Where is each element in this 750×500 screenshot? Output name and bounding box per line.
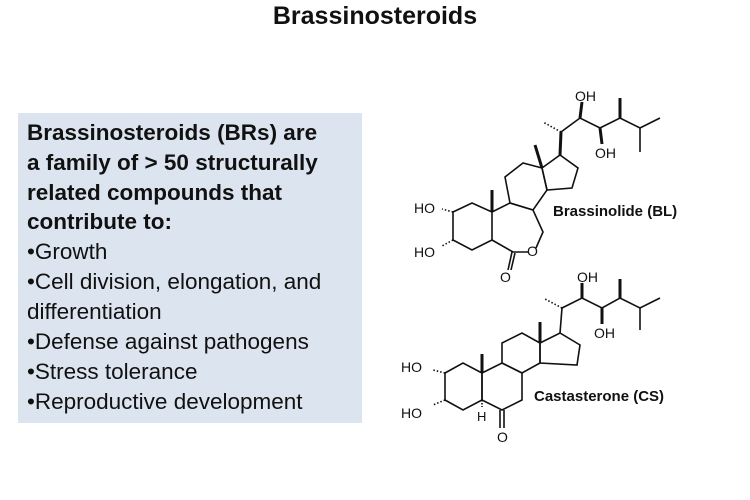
bullet-item: •Growth <box>27 239 108 264</box>
atom-label: OH <box>595 145 616 161</box>
compound-name-castasterone: Castasterone (CS) <box>534 388 664 405</box>
atom-label: O <box>500 269 511 285</box>
intro-line: contribute to: <box>27 209 172 234</box>
atom-label: HO <box>414 200 435 216</box>
castasterone-structure <box>432 279 661 428</box>
atom-label: O <box>527 243 538 259</box>
description-box: Brassinosteroids (BRs) are a family of >… <box>18 113 362 423</box>
intro-line: Brassinosteroids (BRs) are <box>27 120 318 145</box>
atom-label: HO <box>401 405 422 421</box>
intro-line: a family of > 50 structurally <box>27 150 318 175</box>
bullet-item: •Cell division, elongation, and <box>27 269 322 294</box>
brassinolide-structure <box>441 98 661 271</box>
atom-label: OH <box>577 269 598 285</box>
bullet-item: •Reproductive development <box>27 389 303 414</box>
atom-label: H <box>477 409 486 424</box>
slide-title: Brassinosteroids <box>272 2 478 30</box>
intro-line: related compounds that <box>27 180 283 205</box>
atom-label: HO <box>401 359 422 375</box>
bullet-item: differentiation <box>27 299 162 324</box>
atom-label: O <box>497 429 508 445</box>
atom-label: OH <box>575 88 596 104</box>
atom-label: OH <box>594 325 615 341</box>
bullet-item: •Stress tolerance <box>27 359 198 384</box>
compound-name-brassinolide: Brassinolide (BL) <box>553 203 677 220</box>
atom-label: HO <box>414 244 435 260</box>
bullet-item: •Defense against pathogens <box>27 329 309 354</box>
